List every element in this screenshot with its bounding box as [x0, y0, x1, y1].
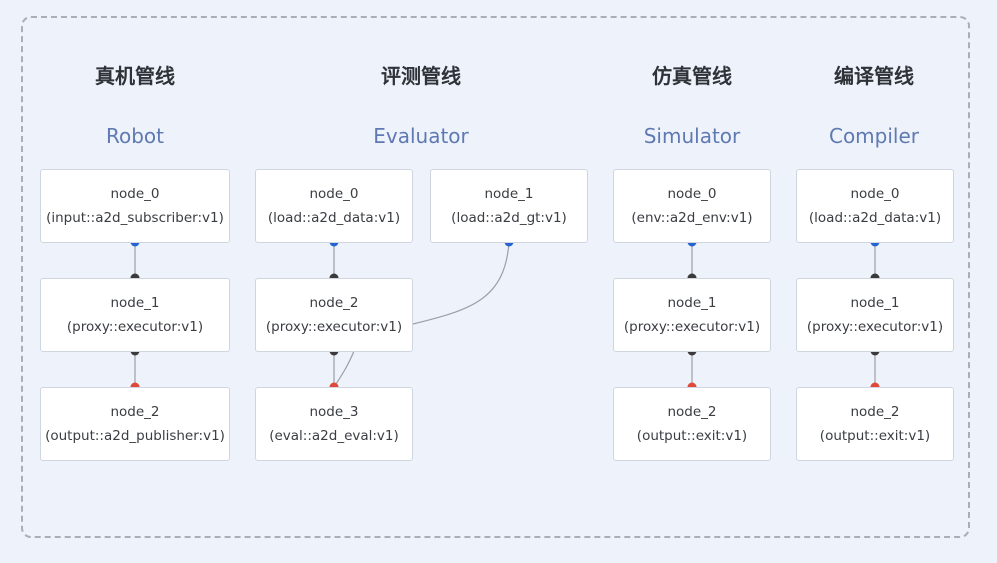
simulator-node-1[interactable]: node_1 (proxy::executor:v1)	[613, 278, 771, 352]
evaluator-title-en: Evaluator	[373, 124, 469, 148]
evaluator-edge-2-3-curve	[333, 350, 355, 388]
node-type: (load::a2d_gt:v1)	[451, 210, 567, 226]
evaluator-node-3[interactable]: node_3 (eval::a2d_eval:v1)	[255, 387, 413, 461]
robot-title-en: Robot	[105, 124, 165, 148]
compiler-node-0[interactable]: node_0 (load::a2d_data:v1)	[796, 169, 954, 243]
node-name: node_1	[484, 186, 534, 202]
evaluator-node-2[interactable]: node_2 (proxy::executor:v1)	[255, 278, 413, 352]
compiler-node-2[interactable]: node_2 (output::exit:v1)	[796, 387, 954, 461]
diagram-frame	[21, 16, 970, 538]
node-type: (load::a2d_data:v1)	[267, 210, 401, 226]
node-name: node_2	[309, 295, 359, 311]
robot-node-1[interactable]: node_1 (proxy::executor:v1)	[40, 278, 230, 352]
node-name: node_2	[850, 404, 900, 420]
node-type: (proxy::executor:v1)	[806, 319, 944, 335]
node-name: node_0	[850, 186, 900, 202]
node-type: (output::exit:v1)	[819, 428, 931, 444]
evaluator-title-cn: 评测管线	[381, 64, 461, 88]
node-name: node_2	[667, 404, 717, 420]
simulator-node-0[interactable]: node_0 (env::a2d_env:v1)	[613, 169, 771, 243]
robot-title-cn: 真机管线	[95, 64, 175, 88]
node-name: node_1	[850, 295, 900, 311]
evaluator-node-1[interactable]: node_1 (load::a2d_gt:v1)	[430, 169, 588, 243]
node-name: node_2	[110, 404, 160, 420]
node-type: (load::a2d_data:v1)	[808, 210, 942, 226]
node-type: (proxy::executor:v1)	[66, 319, 204, 335]
node-name: node_3	[309, 404, 359, 420]
simulator-title-en: Simulator	[643, 124, 741, 148]
compiler-title-cn: 编译管线	[834, 64, 914, 88]
compiler-title-en: Compiler	[828, 124, 920, 148]
node-type: (env::a2d_env:v1)	[631, 210, 753, 226]
robot-node-0[interactable]: node_0 (input::a2d_subscriber:v1)	[40, 169, 230, 243]
node-name: node_1	[110, 295, 160, 311]
node-type: (output::exit:v1)	[636, 428, 748, 444]
simulator-node-2[interactable]: node_2 (output::exit:v1)	[613, 387, 771, 461]
evaluator-edge-1-2	[412, 241, 510, 325]
simulator-title-cn: 仿真管线	[652, 64, 732, 88]
node-type: (eval::a2d_eval:v1)	[269, 428, 399, 444]
robot-node-2[interactable]: node_2 (output::a2d_publisher:v1)	[40, 387, 230, 461]
node-name: node_0	[110, 186, 160, 202]
node-type: (proxy::executor:v1)	[623, 319, 761, 335]
node-type: (output::a2d_publisher:v1)	[45, 428, 225, 444]
node-type: (input::a2d_subscriber:v1)	[46, 210, 224, 226]
evaluator-node-0[interactable]: node_0 (load::a2d_data:v1)	[255, 169, 413, 243]
node-name: node_0	[667, 186, 717, 202]
node-type: (proxy::executor:v1)	[265, 319, 403, 335]
node-name: node_1	[667, 295, 717, 311]
compiler-node-1[interactable]: node_1 (proxy::executor:v1)	[796, 278, 954, 352]
node-name: node_0	[309, 186, 359, 202]
